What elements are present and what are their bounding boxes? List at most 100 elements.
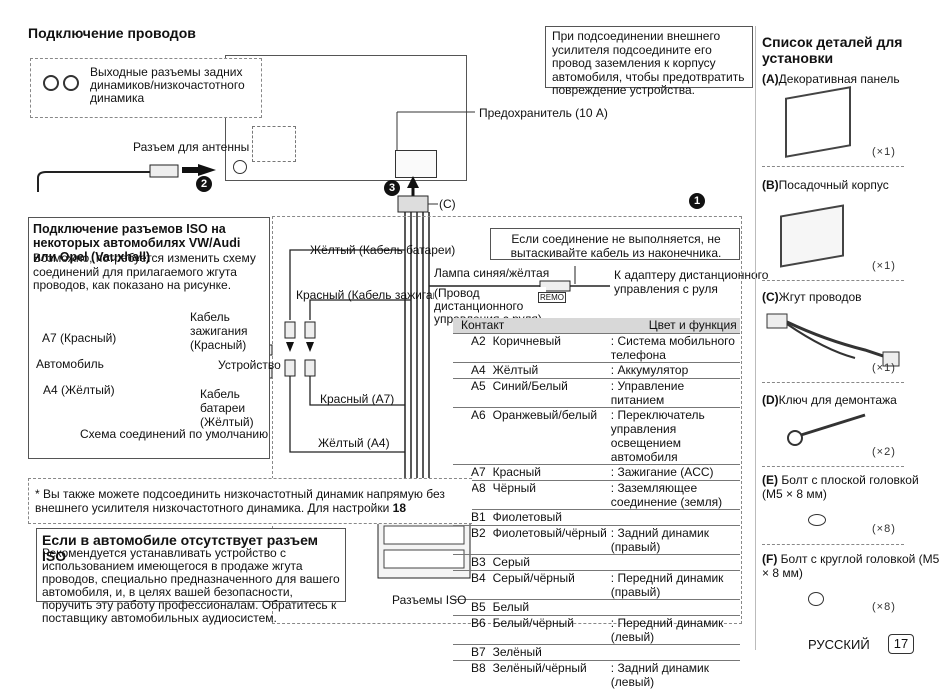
footer-language: РУССКИЙ xyxy=(808,638,870,652)
wire-code: B6 xyxy=(453,616,491,645)
wire-color: Жёлтый xyxy=(491,363,609,379)
wiring-harness-icon xyxy=(765,310,905,370)
wire-code: A6 xyxy=(453,408,491,465)
flat-bolt-icon xyxy=(808,514,826,526)
subwoofer-page-ref[interactable]: 18 xyxy=(393,501,406,515)
part-a-name: Декоративная панель xyxy=(779,72,900,86)
wire-color: Белый/чёрный xyxy=(491,616,609,645)
wire-function xyxy=(609,600,740,616)
part-e-label: (E) xyxy=(762,473,778,487)
wire-function: : Передний динамик (правый) xyxy=(609,571,740,600)
wire-color: Чёрный xyxy=(491,481,609,510)
part-a-qty: (×1) xyxy=(872,146,896,158)
part-c-label: (C) xyxy=(762,290,779,304)
wire-color: Фиолетовый xyxy=(491,510,609,526)
part-d-name: Ключ для демонтажа xyxy=(779,393,897,407)
wire-color: Красный xyxy=(491,465,609,481)
red-a7-label: Красный (A7) xyxy=(320,392,394,406)
part-f-label: (F) xyxy=(762,552,777,566)
callout-3-badge: 3 xyxy=(384,180,400,196)
part-c: (C)Жгут проводов xyxy=(762,290,862,304)
callout-2-badge: 2 xyxy=(196,176,212,192)
wire-function: : Заземляющее соединение (земля) xyxy=(609,481,740,510)
wire-function: : Аккумулятор xyxy=(609,363,740,379)
part-b-qty: (×1) xyxy=(872,260,896,272)
part-b-name: Посадочный корпус xyxy=(779,178,889,192)
parts-title: Список деталей для установки xyxy=(762,34,912,66)
wire-color: Фиолетовый/чёрный xyxy=(491,526,609,555)
wire-color: Зелёный xyxy=(491,645,609,661)
wire-function xyxy=(609,645,740,661)
part-b-label: (B) xyxy=(762,178,779,192)
wire-color: Зелёный/чёрный xyxy=(491,661,609,689)
parts-divider xyxy=(762,280,904,281)
iso-inset-body: Возможно, потребуется изменить схему сое… xyxy=(33,252,269,293)
no-pull-note-text: Если соединение не выполняется, не вытас… xyxy=(495,232,737,260)
wire-color: Белый xyxy=(491,600,609,616)
red-ignition-label: Красный (Кабель зажигания) xyxy=(296,288,456,302)
part-f-qty: (×8) xyxy=(872,601,896,613)
subwoofer-note-body: * Вы также можете подсоединить низкочаст… xyxy=(35,487,445,515)
parts-divider xyxy=(762,544,904,545)
no-iso-box: Если в автомобиле отсутствует разъем ISO… xyxy=(36,528,346,602)
table-header-contact: Контакт xyxy=(453,318,609,334)
wire-function xyxy=(609,555,740,571)
part-f-name: Болт с круглой головкой (M5 × 8 мм) xyxy=(762,552,939,580)
table-header-func: Цвет и функция xyxy=(609,318,740,334)
wire-code: A5 xyxy=(453,379,491,408)
iso-connectors-label: Разъемы ISO xyxy=(392,593,466,607)
parts-divider xyxy=(762,166,904,167)
part-c-qty: (×1) xyxy=(872,362,896,374)
part-a: (A)Декоративная панель xyxy=(762,72,900,86)
wire-function xyxy=(609,510,740,526)
part-b: (B)Посадочный корпус xyxy=(762,178,889,192)
wire-function: : Передний динамик (левый) xyxy=(609,616,740,645)
yellow-battery-label: Жёлтый (Кабель батареи) xyxy=(310,243,455,257)
part-c-name: Жгут проводов xyxy=(779,290,862,304)
wire-function: : Задний динамик (левый) xyxy=(609,661,740,689)
part-d-qty: (×2) xyxy=(872,446,896,458)
yellow-a4-label: Жёлтый (A4) xyxy=(318,436,390,450)
no-pull-note-box: Если соединение не выполняется, не вытас… xyxy=(490,228,740,260)
battery-cable-label: Кабель батареи (Жёлтый) xyxy=(200,387,280,429)
part-f: (F) Болт с круглой головкой (M5 × 8 мм) xyxy=(762,552,942,580)
a4-yellow-label: A4 (Жёлтый) xyxy=(43,383,115,397)
part-d: (D)Ключ для демонтажа xyxy=(762,393,897,407)
wire-color: Коричневый xyxy=(491,334,609,363)
ignition-cable-label: Кабель зажигания (Красный) xyxy=(190,310,280,352)
wire-color: Серый/чёрный xyxy=(491,571,609,600)
parts-divider xyxy=(762,466,904,467)
trim-plate-icon xyxy=(785,86,851,158)
wire-code: A4 xyxy=(453,363,491,379)
wire-color: Синий/Белый xyxy=(491,379,609,408)
unit-label: Устройство xyxy=(218,358,281,372)
connector-c-label: (C) xyxy=(439,197,456,211)
wire-code: B3 xyxy=(453,555,491,571)
page-number: 17 xyxy=(888,634,914,654)
wire-code: B8 xyxy=(453,661,491,689)
part-e-name: Болт с плоской головкой (M5 × 8 мм) xyxy=(762,473,919,501)
wire-color: Оранжевый/белый xyxy=(491,408,609,465)
table-header-row: Контакт Цвет и функция xyxy=(453,318,740,334)
wire-function: : Переключатель управления освещением ав… xyxy=(609,408,740,465)
wire-function: : Зажигание (ACC) xyxy=(609,465,740,481)
wire-color: Серый xyxy=(491,555,609,571)
part-d-label: (D) xyxy=(762,393,779,407)
subwoofer-note-text: * Вы также можете подсоединить низкочаст… xyxy=(35,487,465,515)
wire-function: : Задний динамик (правый) xyxy=(609,526,740,555)
callout-1-badge: 1 xyxy=(689,193,705,209)
parts-divider xyxy=(762,382,904,383)
lamp-label: Лампа синяя/жёлтая xyxy=(434,266,549,280)
a7-red-label: A7 (Красный) xyxy=(42,331,116,345)
